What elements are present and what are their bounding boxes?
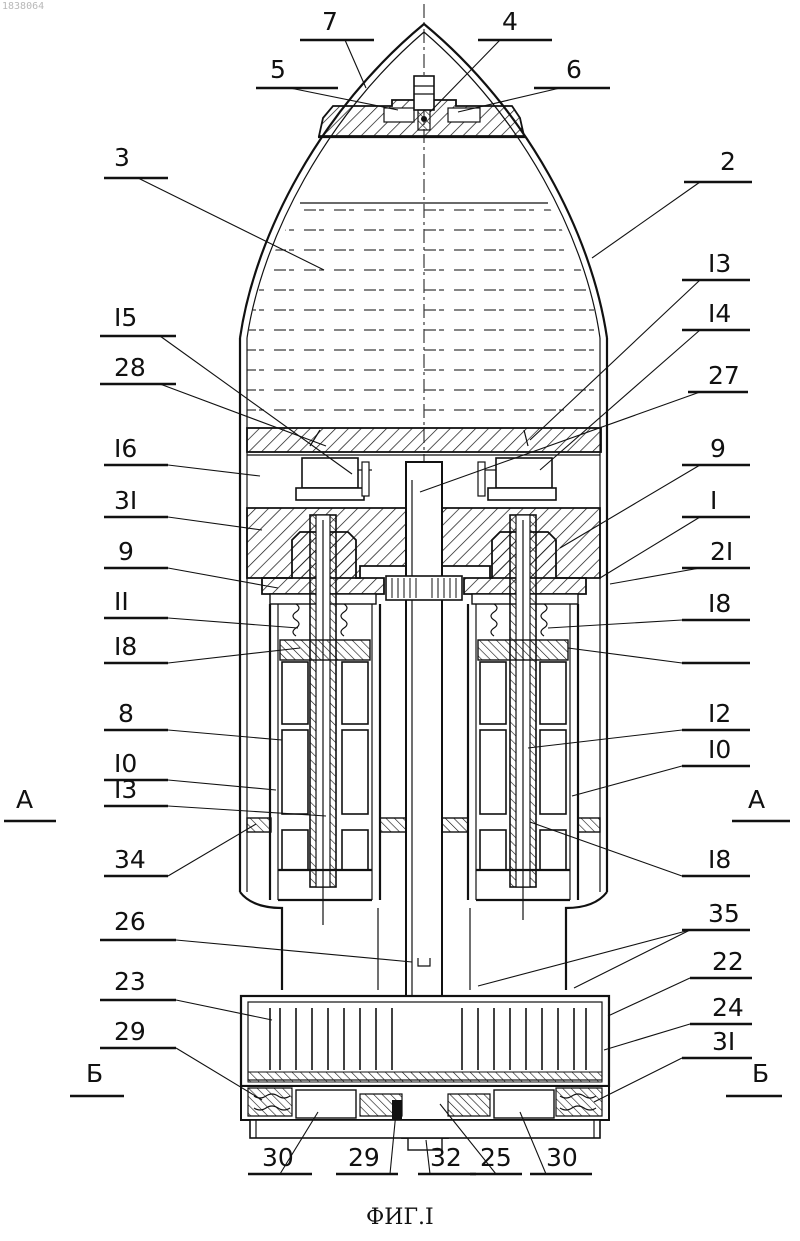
liquid-tank [247, 203, 601, 452]
turbine-block [241, 996, 609, 1138]
label-14: I4 [708, 299, 731, 328]
label-28: 28 [114, 353, 146, 382]
label-10-left: I0 [114, 749, 137, 778]
label-9-left: 9 [118, 537, 134, 566]
label-18-left: I8 [114, 632, 137, 661]
label-2: 2 [720, 147, 736, 176]
figure-caption: ФИГ.I [366, 1205, 434, 1230]
label-32: 32 [430, 1143, 462, 1172]
label-11: II [114, 587, 129, 616]
label-30-right: 30 [546, 1143, 578, 1172]
section-a-right: А [748, 785, 765, 814]
label-16: I6 [114, 434, 137, 463]
label-4: 4 [502, 7, 518, 36]
watermark-text: 1838064 [2, 1, 44, 12]
label-25: 25 [480, 1143, 512, 1172]
label-24: 24 [712, 993, 744, 1022]
label-8: 8 [118, 699, 134, 728]
label-10-right: I0 [708, 735, 731, 764]
label-29-left: 29 [114, 1017, 146, 1046]
label-35: 35 [708, 899, 740, 928]
label-29-bottom: 29 [348, 1143, 380, 1172]
label-3: 3 [114, 143, 130, 172]
section-a-left: А [16, 785, 33, 814]
label-7: 7 [322, 7, 338, 36]
label-31-right: 3I [712, 1027, 735, 1056]
label-30-left: 30 [262, 1143, 294, 1172]
label-13-top: I3 [708, 249, 731, 278]
section-b-right: Б [752, 1059, 769, 1088]
section-b-left: Б [86, 1059, 103, 1088]
label-9-right: 9 [710, 434, 726, 463]
label-22: 22 [712, 947, 744, 976]
label-18-right-bottom: I8 [708, 845, 731, 874]
label-6: 6 [566, 55, 582, 84]
label-15: I5 [114, 303, 137, 332]
label-26: 26 [114, 907, 146, 936]
label-12: I2 [708, 699, 731, 728]
label-1: I [710, 486, 717, 515]
label-23: 23 [114, 967, 146, 996]
label-31-left: 3I [114, 486, 137, 515]
label-5: 5 [270, 55, 286, 84]
label-18-right-top: I8 [708, 589, 731, 618]
label-21: 2I [710, 537, 733, 566]
label-34: 34 [114, 845, 146, 874]
label-27: 27 [708, 361, 740, 390]
label-13-left: I3 [114, 775, 137, 804]
